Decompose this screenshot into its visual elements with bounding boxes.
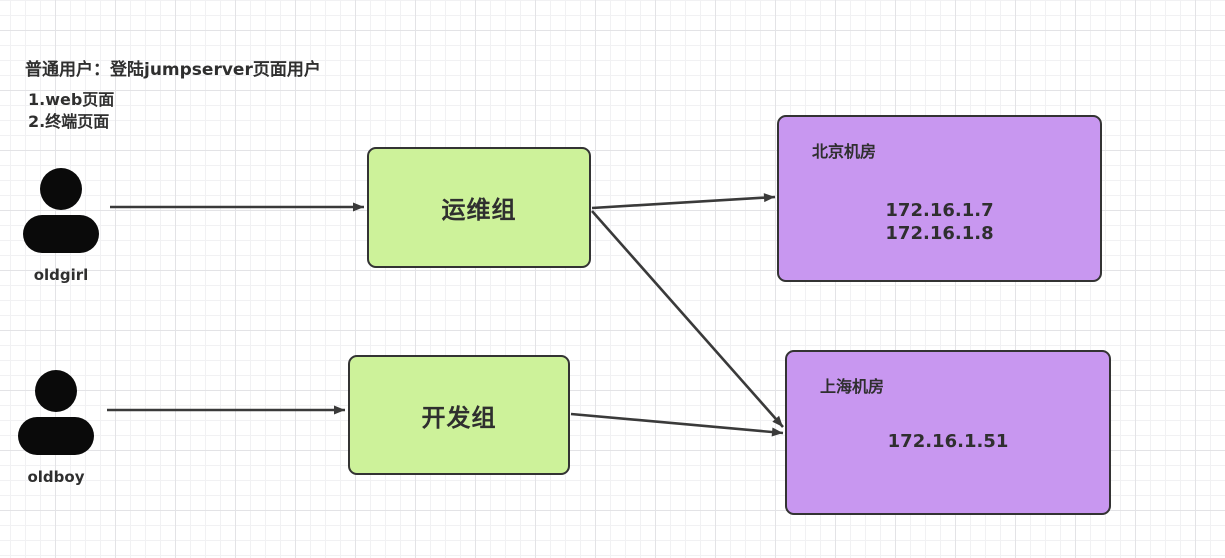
group-label: 运维组	[441, 196, 517, 224]
room-ip: 172.16.1.8	[885, 223, 994, 244]
user-body-icon	[23, 215, 99, 253]
room-ip: 172.16.1.7	[885, 200, 994, 221]
arrow-ops-to-shanghai[interactable]	[591, 210, 784, 428]
room-box-shanghai[interactable]: 上海机房 172.16.1.51	[785, 350, 1111, 515]
annotation-line-terminal: 2.终端页面	[28, 112, 110, 131]
user-node-oldboy[interactable]: oldboy	[14, 370, 98, 486]
user-label: oldboy	[27, 468, 85, 486]
user-head-icon	[35, 370, 77, 412]
room-ip-list: 172.16.1.7 172.16.1.8	[779, 199, 1100, 245]
room-box-beijing[interactable]: 北京机房 172.16.1.7 172.16.1.8	[777, 115, 1102, 282]
annotation-line-web: 1.web页面	[28, 90, 115, 109]
room-ip-list: 172.16.1.51	[787, 430, 1109, 453]
group-box-dev[interactable]: 开发组	[348, 355, 570, 475]
annotation-title: 普通用户：登陆jumpserver页面用户	[25, 60, 321, 80]
group-label: 开发组	[421, 403, 497, 432]
arrow-dev-to-shanghai[interactable]	[570, 412, 784, 437]
arrow-ops-to-beijing[interactable]	[591, 193, 776, 210]
room-title: 上海机房	[820, 377, 885, 396]
room-title: 北京机房	[812, 142, 877, 161]
room-ip: 172.16.1.51	[887, 431, 1009, 452]
annotation-note: 普通用户：登陆jumpserver页面用户 1.web页面 2.终端页面	[25, 55, 321, 133]
user-body-icon	[18, 417, 94, 455]
group-box-ops[interactable]: 运维组	[367, 147, 591, 268]
user-head-icon	[40, 168, 82, 210]
user-label: oldgirl	[33, 266, 89, 284]
user-node-oldgirl[interactable]: oldgirl	[19, 168, 103, 284]
